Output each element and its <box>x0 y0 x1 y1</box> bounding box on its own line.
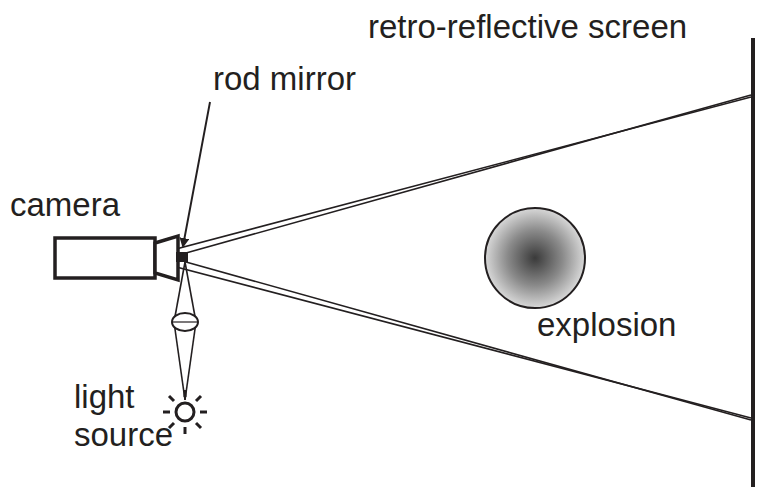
explosion-ball <box>485 208 585 308</box>
camera-body <box>55 238 155 278</box>
condenser-lens <box>172 313 198 331</box>
part-label: light source <box>74 378 196 454</box>
rod-mirror <box>176 252 188 262</box>
part-label: explosion <box>537 306 676 344</box>
part-label: rod mirror <box>213 60 356 98</box>
leader-arrow <box>183 102 210 246</box>
part-label: camera <box>10 186 120 224</box>
screen-line <box>751 38 755 487</box>
camera-lens <box>155 236 178 280</box>
light-rays <box>142 95 751 420</box>
screen-label: retro-reflective screen <box>368 8 687 46</box>
